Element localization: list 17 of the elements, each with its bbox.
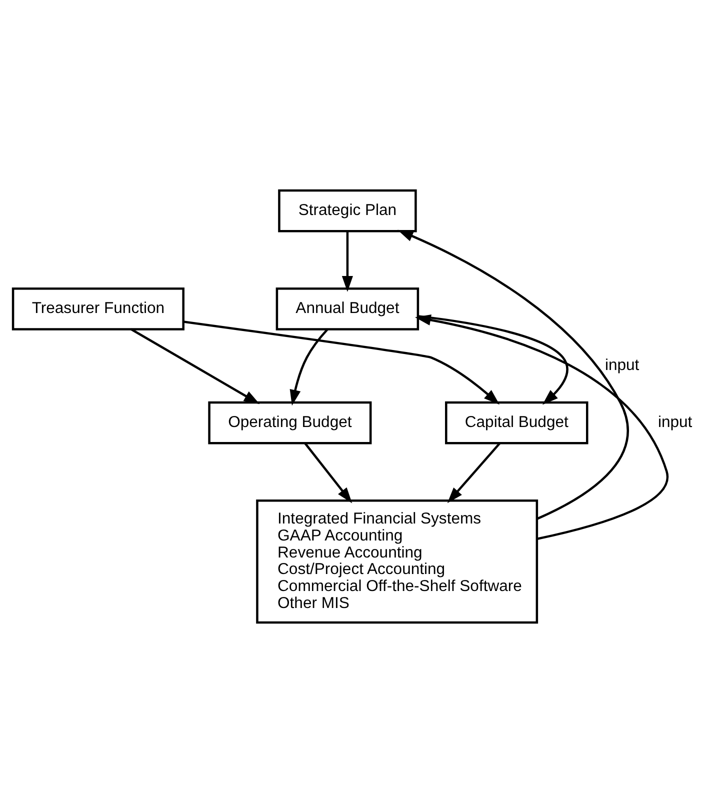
node-box: Treasurer Function	[12, 287, 184, 330]
arrow	[414, 314, 668, 540]
arrow	[418, 314, 568, 404]
arrow	[130, 328, 260, 404]
arrow	[290, 328, 328, 406]
arrow	[447, 442, 501, 503]
edge-label: input	[604, 356, 640, 374]
node-box: Capital Budget	[445, 400, 588, 444]
node-box: Annual Budget	[276, 287, 420, 330]
arrow	[304, 442, 352, 503]
node-box: Strategic Plan	[278, 188, 417, 232]
arrow	[397, 229, 629, 520]
edge-label: input	[658, 414, 692, 431]
node-box: Integrated Financial Systems GAAP Accounting Revenue Accounting Cost/Project Accounting Commercial Off-the-Shelf Software Other MIS	[256, 499, 538, 624]
arrow	[342, 230, 353, 292]
arrow	[184, 320, 500, 404]
node-box: Operating Budget	[208, 400, 372, 444]
